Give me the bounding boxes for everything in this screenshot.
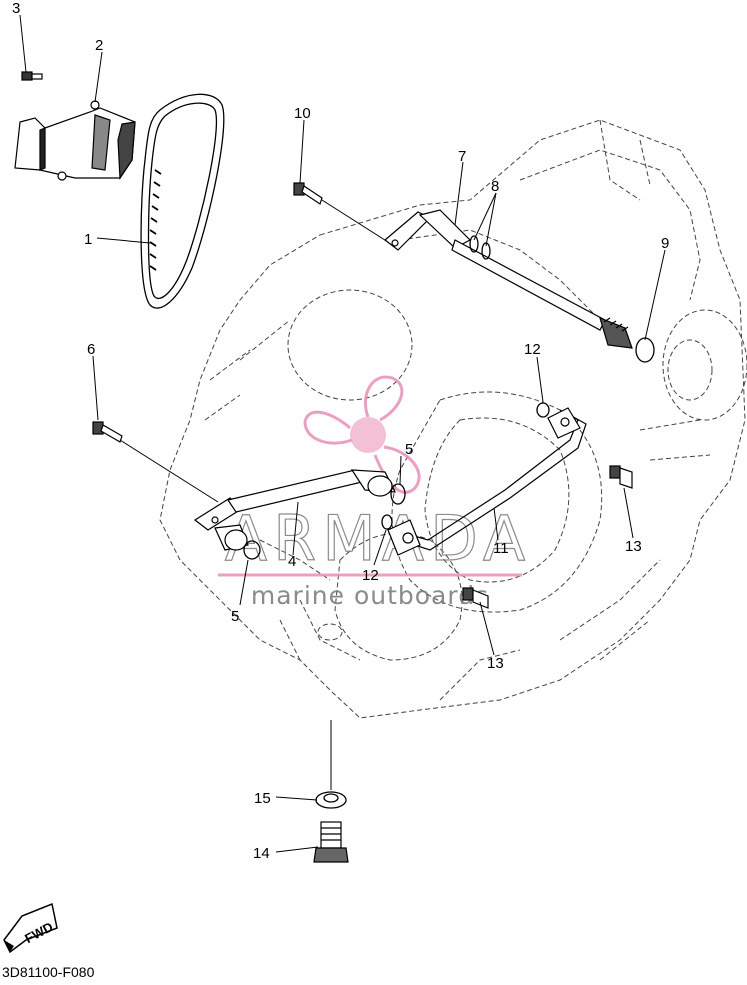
callout-1: 1 xyxy=(84,231,92,248)
callout-9: 9 xyxy=(661,235,669,252)
fwd-arrow: FWD xyxy=(3,902,58,954)
callout-15: 15 xyxy=(254,790,271,807)
chain-guide xyxy=(14,100,136,181)
timing-chain xyxy=(140,93,225,309)
o-ring-12 xyxy=(381,402,550,530)
part-code: 3D81100-F080 xyxy=(2,964,95,980)
callout-3: 3 xyxy=(12,0,20,17)
oil-pipe-4 xyxy=(193,469,397,551)
callout-12-upper: 12 xyxy=(524,341,541,358)
watermark-brand: ARMADA xyxy=(225,502,531,575)
callout-14: 14 xyxy=(253,845,270,862)
callout-12-lower: 12 xyxy=(362,567,379,584)
propeller-logo xyxy=(303,375,421,494)
screw-3 xyxy=(21,71,43,81)
callout-13-lower: 13 xyxy=(487,655,504,672)
bolt-13 xyxy=(462,465,633,609)
o-ring-8 xyxy=(469,235,491,260)
callout-5-lower: 5 xyxy=(231,608,239,625)
callout-6: 6 xyxy=(87,341,95,358)
callout-7: 7 xyxy=(458,148,466,165)
o-ring-5 xyxy=(243,483,406,560)
callout-labels: 1 2 3 4 5 5 6 7 8 9 10 11 12 12 13 13 14… xyxy=(12,0,669,862)
callout-4: 4 xyxy=(288,553,296,570)
o-ring-9 xyxy=(635,337,655,363)
leader-lines xyxy=(19,14,666,853)
oil-pipe-11 xyxy=(387,407,587,556)
bolt-10 xyxy=(293,182,323,205)
drain-bolt-14 xyxy=(313,821,349,863)
callout-2: 2 xyxy=(95,37,103,54)
callout-13-right: 13 xyxy=(625,538,642,555)
oil-pipe-7 xyxy=(384,209,633,349)
callout-8: 8 xyxy=(491,178,499,195)
bolt-6 xyxy=(92,421,123,443)
callout-11: 11 xyxy=(493,540,509,557)
callout-10: 10 xyxy=(294,105,311,122)
gasket-15 xyxy=(315,791,347,809)
callout-5-upper: 5 xyxy=(405,441,413,458)
watermark-tagline: marine outboards xyxy=(251,581,489,610)
crankcase-outline xyxy=(159,119,747,719)
